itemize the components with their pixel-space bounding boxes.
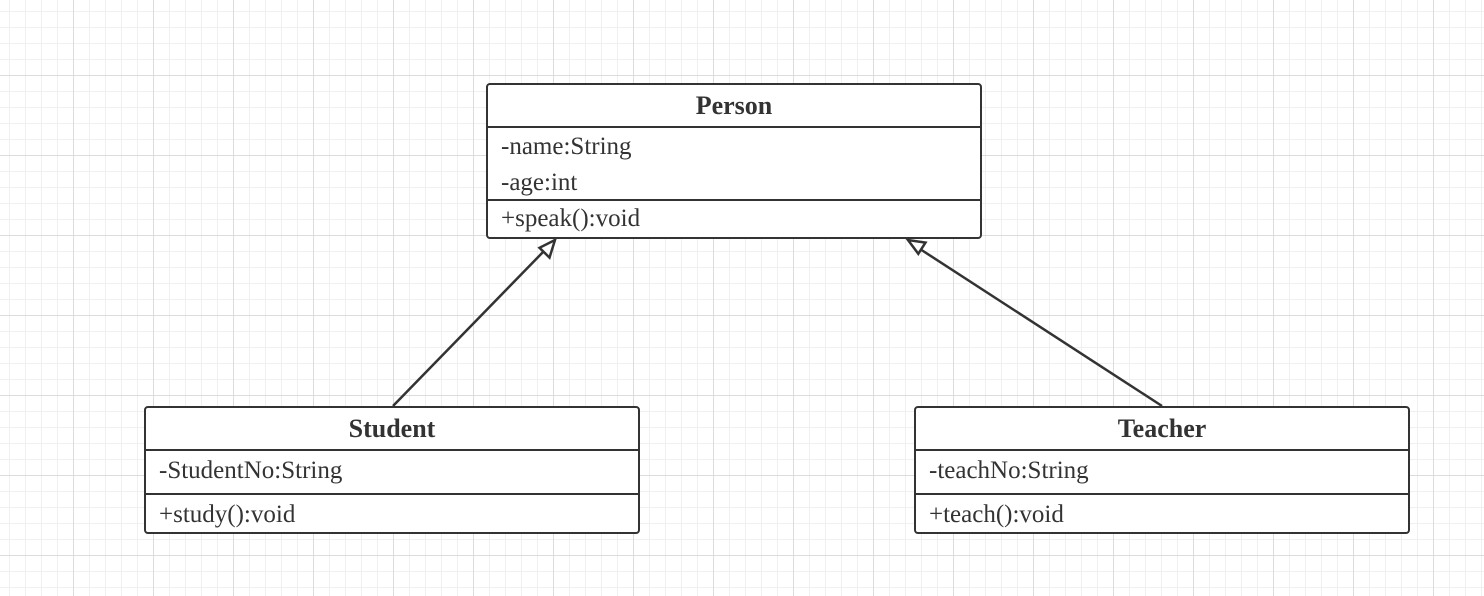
inheritance-line — [392, 249, 546, 407]
inheritance-line — [919, 247, 1163, 408]
class-name: Person — [488, 85, 980, 128]
class-name: Teacher — [916, 408, 1408, 451]
class-name: Student — [146, 408, 638, 451]
attribute-student-no: -StudentNo:String — [159, 457, 343, 484]
operations-section: +teach():void — [916, 495, 1408, 532]
attribute-teach-no: -teachNo:String — [929, 457, 1089, 484]
attributes-section: -StudentNo:String — [146, 451, 638, 495]
attributes-section: -teachNo:String — [916, 451, 1408, 495]
operation-study: +study():void — [159, 501, 296, 528]
class-person[interactable]: Person -name:String -age:int +speak():vo… — [486, 83, 982, 239]
operations-section: +study():void — [146, 495, 638, 532]
operations-section: +speak():void — [488, 201, 980, 237]
attributes-section: -name:String -age:int — [488, 128, 980, 201]
class-student[interactable]: Student -StudentNo:String +study():void — [144, 406, 640, 534]
attribute-name: -name:String — [501, 133, 632, 160]
generalization-teacher-person[interactable] — [905, 238, 1163, 408]
operation-teach: +teach():void — [929, 501, 1064, 528]
class-teacher[interactable]: Teacher -teachNo:String +teach():void — [914, 406, 1410, 534]
hollow-triangle-arrowhead — [905, 238, 928, 256]
attribute-age: -age:int — [501, 169, 578, 196]
hollow-triangle-arrowhead — [537, 237, 558, 260]
operation-speak: +speak():void — [501, 205, 641, 232]
generalization-student-person[interactable] — [392, 237, 558, 407]
